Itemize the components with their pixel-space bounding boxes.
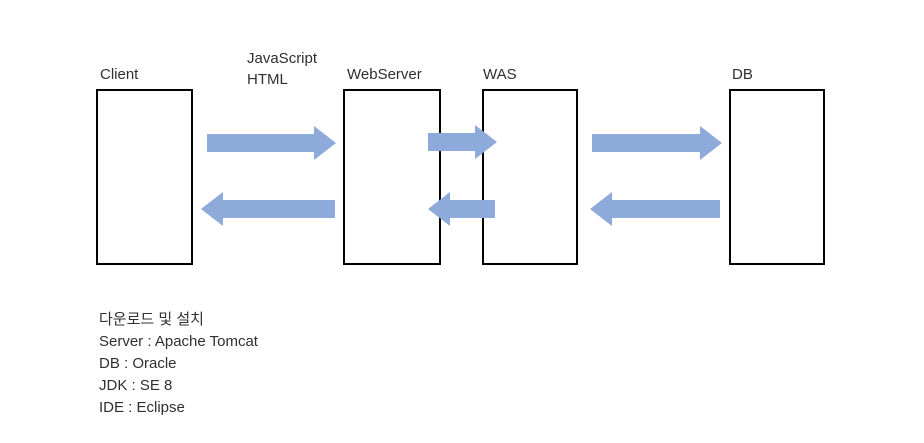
webserver-box [343, 89, 441, 265]
arrow-db-to-was [590, 192, 720, 226]
right-arrow-icon [428, 125, 497, 159]
notes-title: 다운로드 및 설치 [99, 311, 204, 328]
was-label: WAS [483, 66, 517, 83]
db-label: DB [732, 66, 753, 83]
webserver-label: WebServer [347, 66, 422, 83]
notes-line-db: DB : Oracle [99, 355, 177, 372]
notes-line-jdk: JDK : SE 8 [99, 377, 173, 394]
client-box [96, 89, 193, 265]
annotation-line-javascript: JavaScript [247, 50, 318, 67]
arrow-webserver-to-was [428, 125, 497, 159]
arrow-client-to-webserver [207, 126, 336, 160]
was-box [482, 89, 578, 265]
client-label: Client [100, 66, 139, 83]
notes-line-ide: IDE : Eclipse [99, 399, 185, 416]
notes-line-server: Server : Apache Tomcat [99, 333, 258, 350]
arrow-webserver-to-client [201, 192, 335, 226]
left-arrow-icon [201, 192, 335, 226]
right-arrow-icon [207, 126, 336, 160]
arrow-was-to-webserver [428, 192, 495, 226]
client-webserver-annotation: JavaScript HTML [247, 48, 317, 90]
arrow-was-to-db [592, 126, 722, 160]
right-arrow-icon [592, 126, 722, 160]
left-arrow-icon [590, 192, 720, 226]
annotation-line-html: HTML [247, 71, 288, 88]
install-notes: 다운로드 및 설치 Server : Apache Tomcat DB : Or… [99, 309, 258, 419]
db-box [729, 89, 825, 265]
left-arrow-icon [428, 192, 495, 226]
